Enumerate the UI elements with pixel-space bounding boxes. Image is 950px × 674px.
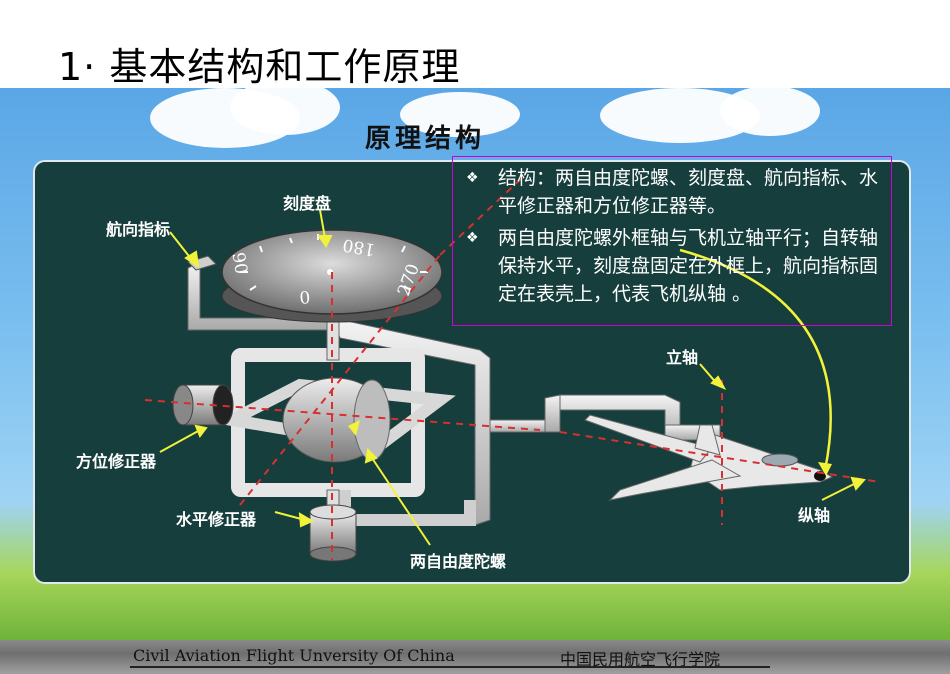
footer-university-en: Civil Aviation Flight Unversity Of China: [133, 646, 455, 665]
list-item: ❖ 结构：两自由度陀螺、刻度盘、航向指标、水平修正器和方位修正器等。: [462, 164, 892, 220]
airplane: [584, 414, 834, 501]
slide-title: 1· 基本结构和工作原理: [58, 45, 461, 89]
bullet-text: 两自由度陀螺外框轴与飞机立轴平行；自转轴保持水平，刻度盘固定在外框上，航向指标固…: [498, 227, 879, 305]
label-level-corrector: 水平修正器: [176, 510, 257, 529]
dial-mark-0: 0: [299, 288, 312, 309]
azimuth-corrector-body: [172, 384, 234, 426]
course-indicator-tab: [187, 255, 217, 271]
label-azimuth-corrector: 方位修正器: [76, 452, 157, 471]
diamond-bullet-icon: ❖: [466, 230, 479, 246]
dial-mark-90: 90: [227, 251, 250, 276]
footer-university-cn: 中国民用航空飞行学院: [560, 650, 721, 669]
panel-title: 原理结构: [365, 124, 486, 154]
footer-divider: [130, 666, 770, 668]
label-dial: 刻度盘: [283, 194, 332, 213]
description-textbox[interactable]: [452, 156, 892, 326]
axis-lines: [144, 174, 881, 560]
cloud: [720, 86, 820, 136]
cloud: [230, 80, 340, 135]
label-vertical-axis: 立轴: [666, 348, 699, 367]
list-item: ❖ 两自由度陀螺外框轴与飞机立轴平行；自转轴保持水平，刻度盘固定在外框上，航向指…: [462, 224, 892, 308]
pointer-arrows: [159, 209, 866, 546]
diamond-bullet-icon: ❖: [466, 170, 479, 186]
footer-bar: [0, 640, 950, 674]
label-course-indicator: 航向指标: [106, 220, 171, 239]
label-gyro: 两自由度陀螺: [410, 552, 507, 571]
description-list: ❖ 结构：两自由度陀螺、刻度盘、航向指标、水平修正器和方位修正器等。 ❖ 两自由…: [462, 164, 892, 312]
outer-gimbal-lower: [339, 490, 476, 526]
label-longitudinal-axis: 纵轴: [798, 506, 831, 525]
bullet-text: 结构：两自由度陀螺、刻度盘、航向指标、水平修正器和方位修正器等。: [498, 167, 879, 217]
cloud: [400, 92, 520, 137]
curved-arrow: [679, 248, 832, 471]
